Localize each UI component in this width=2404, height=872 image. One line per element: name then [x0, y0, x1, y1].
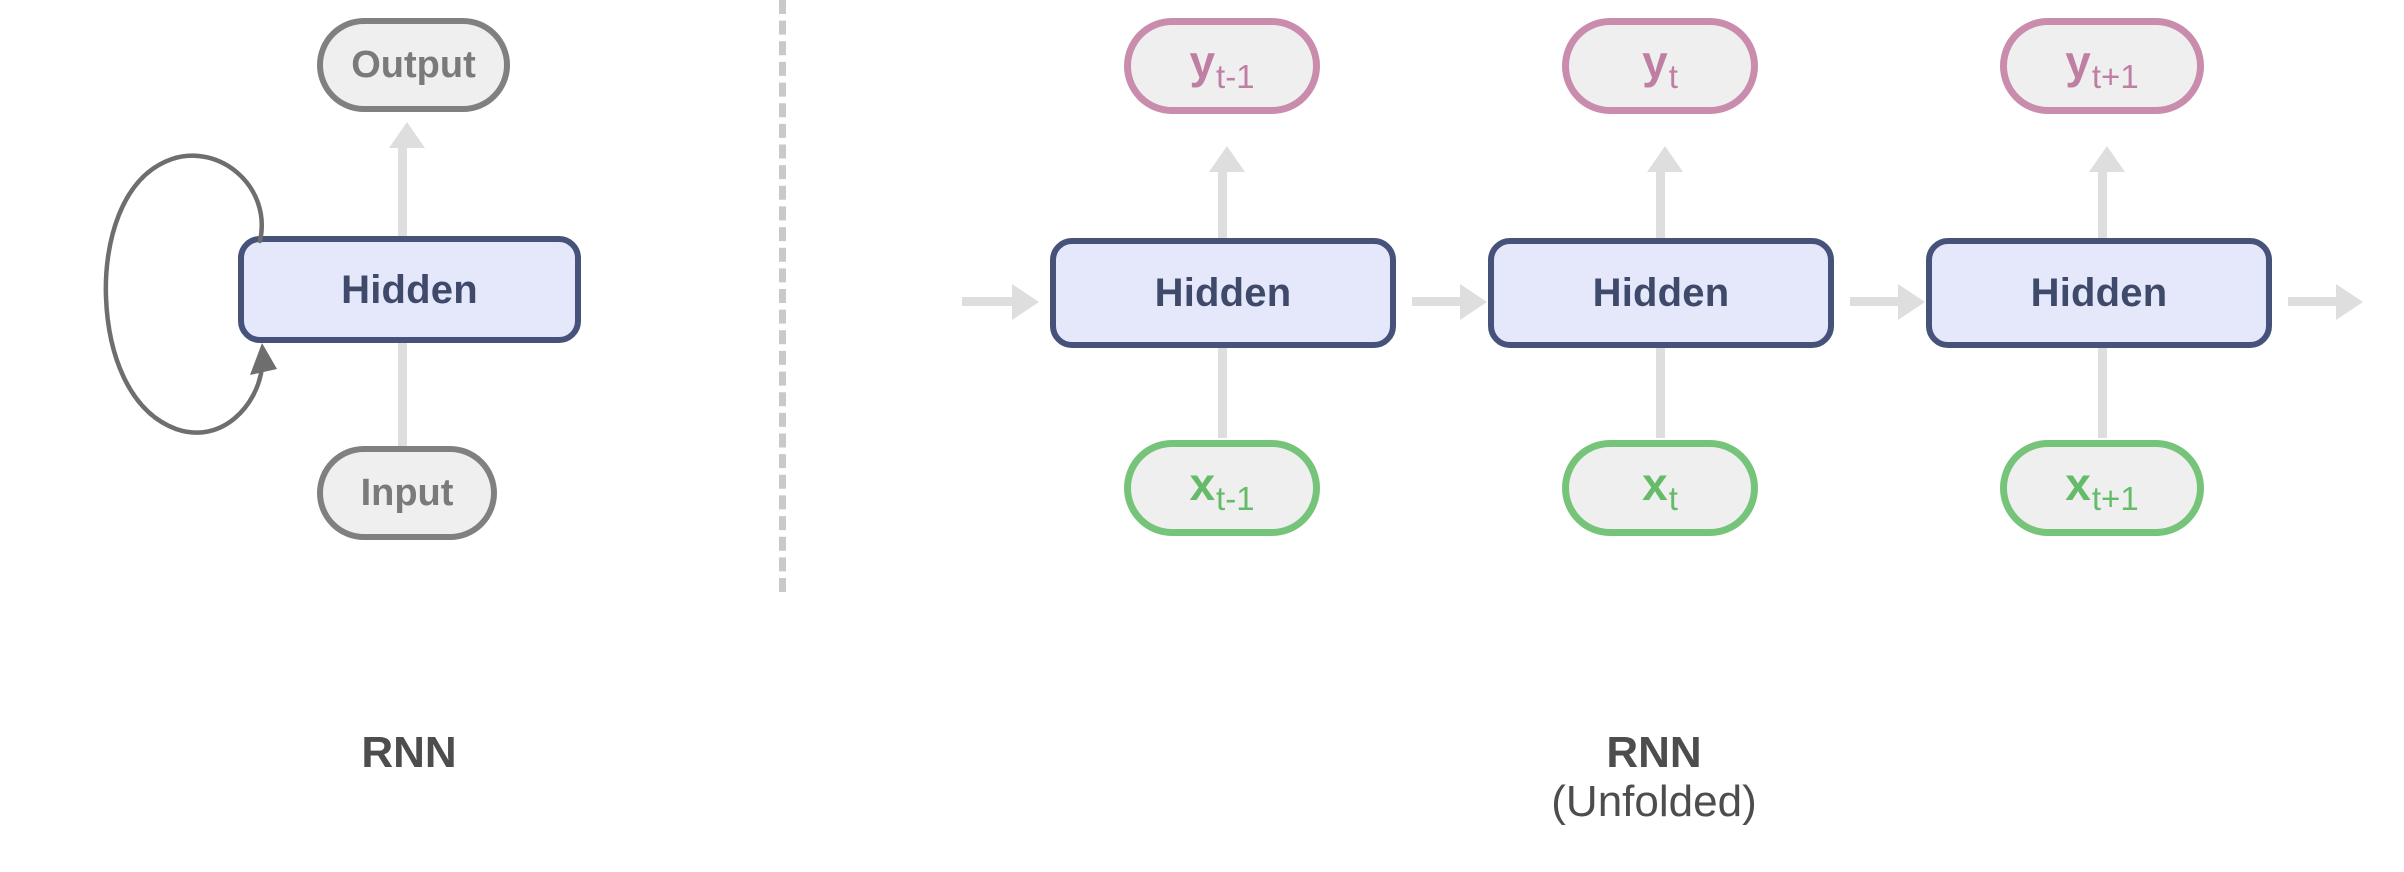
step-2-output-sub: t+1	[2091, 58, 2139, 96]
step-2-input-to-hidden-line	[2098, 348, 2107, 438]
step-0-input-base: x	[1189, 457, 1216, 510]
left-output-label: Output	[351, 44, 476, 86]
left-hidden-label: Hidden	[341, 267, 478, 312]
right-panel-caption: RNN (Unfolded)	[1474, 728, 1834, 827]
step-1-hidden-to-output-arrowhead	[1647, 146, 1683, 172]
step-2-hidden-to-output-line	[2098, 170, 2107, 240]
step-2-input-sub: t+1	[2091, 480, 2139, 518]
step-0-input-to-hidden-line	[1218, 348, 1227, 438]
step-1-output-base: y	[1642, 35, 1668, 88]
step-0-hidden-label: Hidden	[1154, 271, 1292, 315]
step-1-hidden-node: Hidden	[1488, 238, 1834, 348]
step-1-input-label: xt	[1642, 461, 1678, 516]
panel-divider	[779, 0, 786, 592]
step-0-hidden-to-output-line	[1218, 170, 1227, 240]
left-caption-title: RNN	[361, 728, 457, 777]
unfolded-outgoing-line	[2288, 297, 2338, 306]
step-1-input-to-hidden-line	[1656, 348, 1665, 438]
step-1-to-step-2-line	[1850, 297, 1900, 306]
step-1-output-node: yt	[1562, 18, 1758, 114]
step-2-hidden-node: Hidden	[1926, 238, 2272, 348]
step-0-output-base: y	[1189, 35, 1216, 88]
step-0-hidden-node: Hidden	[1050, 238, 1396, 348]
step-0-output-node: yt-1	[1124, 18, 1320, 114]
left-output-node: Output	[317, 18, 510, 112]
step-2-hidden-to-output-arrowhead	[2089, 146, 2125, 172]
step-1-input-node: xt	[1562, 440, 1758, 536]
right-caption-subtitle: (Unfolded)	[1551, 777, 1757, 827]
unfolded-incoming-line	[962, 297, 1014, 306]
left-input-to-hidden-line	[398, 343, 407, 448]
step-2-input-label: xt+1	[2065, 461, 2138, 516]
step-2-output-label: yt+1	[2065, 39, 2138, 94]
unfolded-incoming-arrowhead	[1012, 284, 1039, 320]
step-2-output-node: yt+1	[2000, 18, 2204, 114]
step-0-input-node: xt-1	[1124, 440, 1320, 536]
left-input-node: Input	[317, 446, 497, 540]
step-0-output-sub: t-1	[1216, 58, 1255, 96]
step-0-input-label: xt-1	[1189, 461, 1254, 516]
step-1-output-sub: t	[1668, 58, 1678, 96]
left-hidden-to-output-arrowhead	[389, 122, 425, 148]
left-self-loop-icon	[103, 153, 277, 435]
step-2-input-node: xt+1	[2000, 440, 2204, 536]
step-1-to-step-2-arrowhead	[1898, 284, 1925, 320]
step-0-output-label: yt-1	[1189, 39, 1254, 94]
unfolded-outgoing-arrowhead	[2336, 284, 2363, 320]
step-0-to-step-1-arrowhead	[1460, 284, 1487, 320]
step-2-hidden-label: Hidden	[2030, 271, 2168, 315]
step-2-output-base: y	[2065, 35, 2091, 88]
step-0-to-step-1-line	[1412, 297, 1462, 306]
step-1-hidden-label: Hidden	[1592, 271, 1730, 315]
left-hidden-to-output-line	[398, 148, 407, 238]
right-caption-title: RNN	[1606, 728, 1702, 777]
step-0-input-sub: t-1	[1216, 480, 1255, 518]
step-1-input-sub: t	[1668, 480, 1678, 518]
left-hidden-node: Hidden	[238, 236, 581, 343]
step-1-input-base: x	[1642, 457, 1668, 510]
left-input-label: Input	[360, 472, 454, 514]
step-0-hidden-to-output-arrowhead	[1209, 146, 1245, 172]
step-1-output-label: yt	[1642, 39, 1678, 94]
left-panel-caption: RNN	[229, 728, 589, 777]
step-1-hidden-to-output-line	[1656, 170, 1665, 240]
step-2-input-base: x	[2065, 457, 2091, 510]
